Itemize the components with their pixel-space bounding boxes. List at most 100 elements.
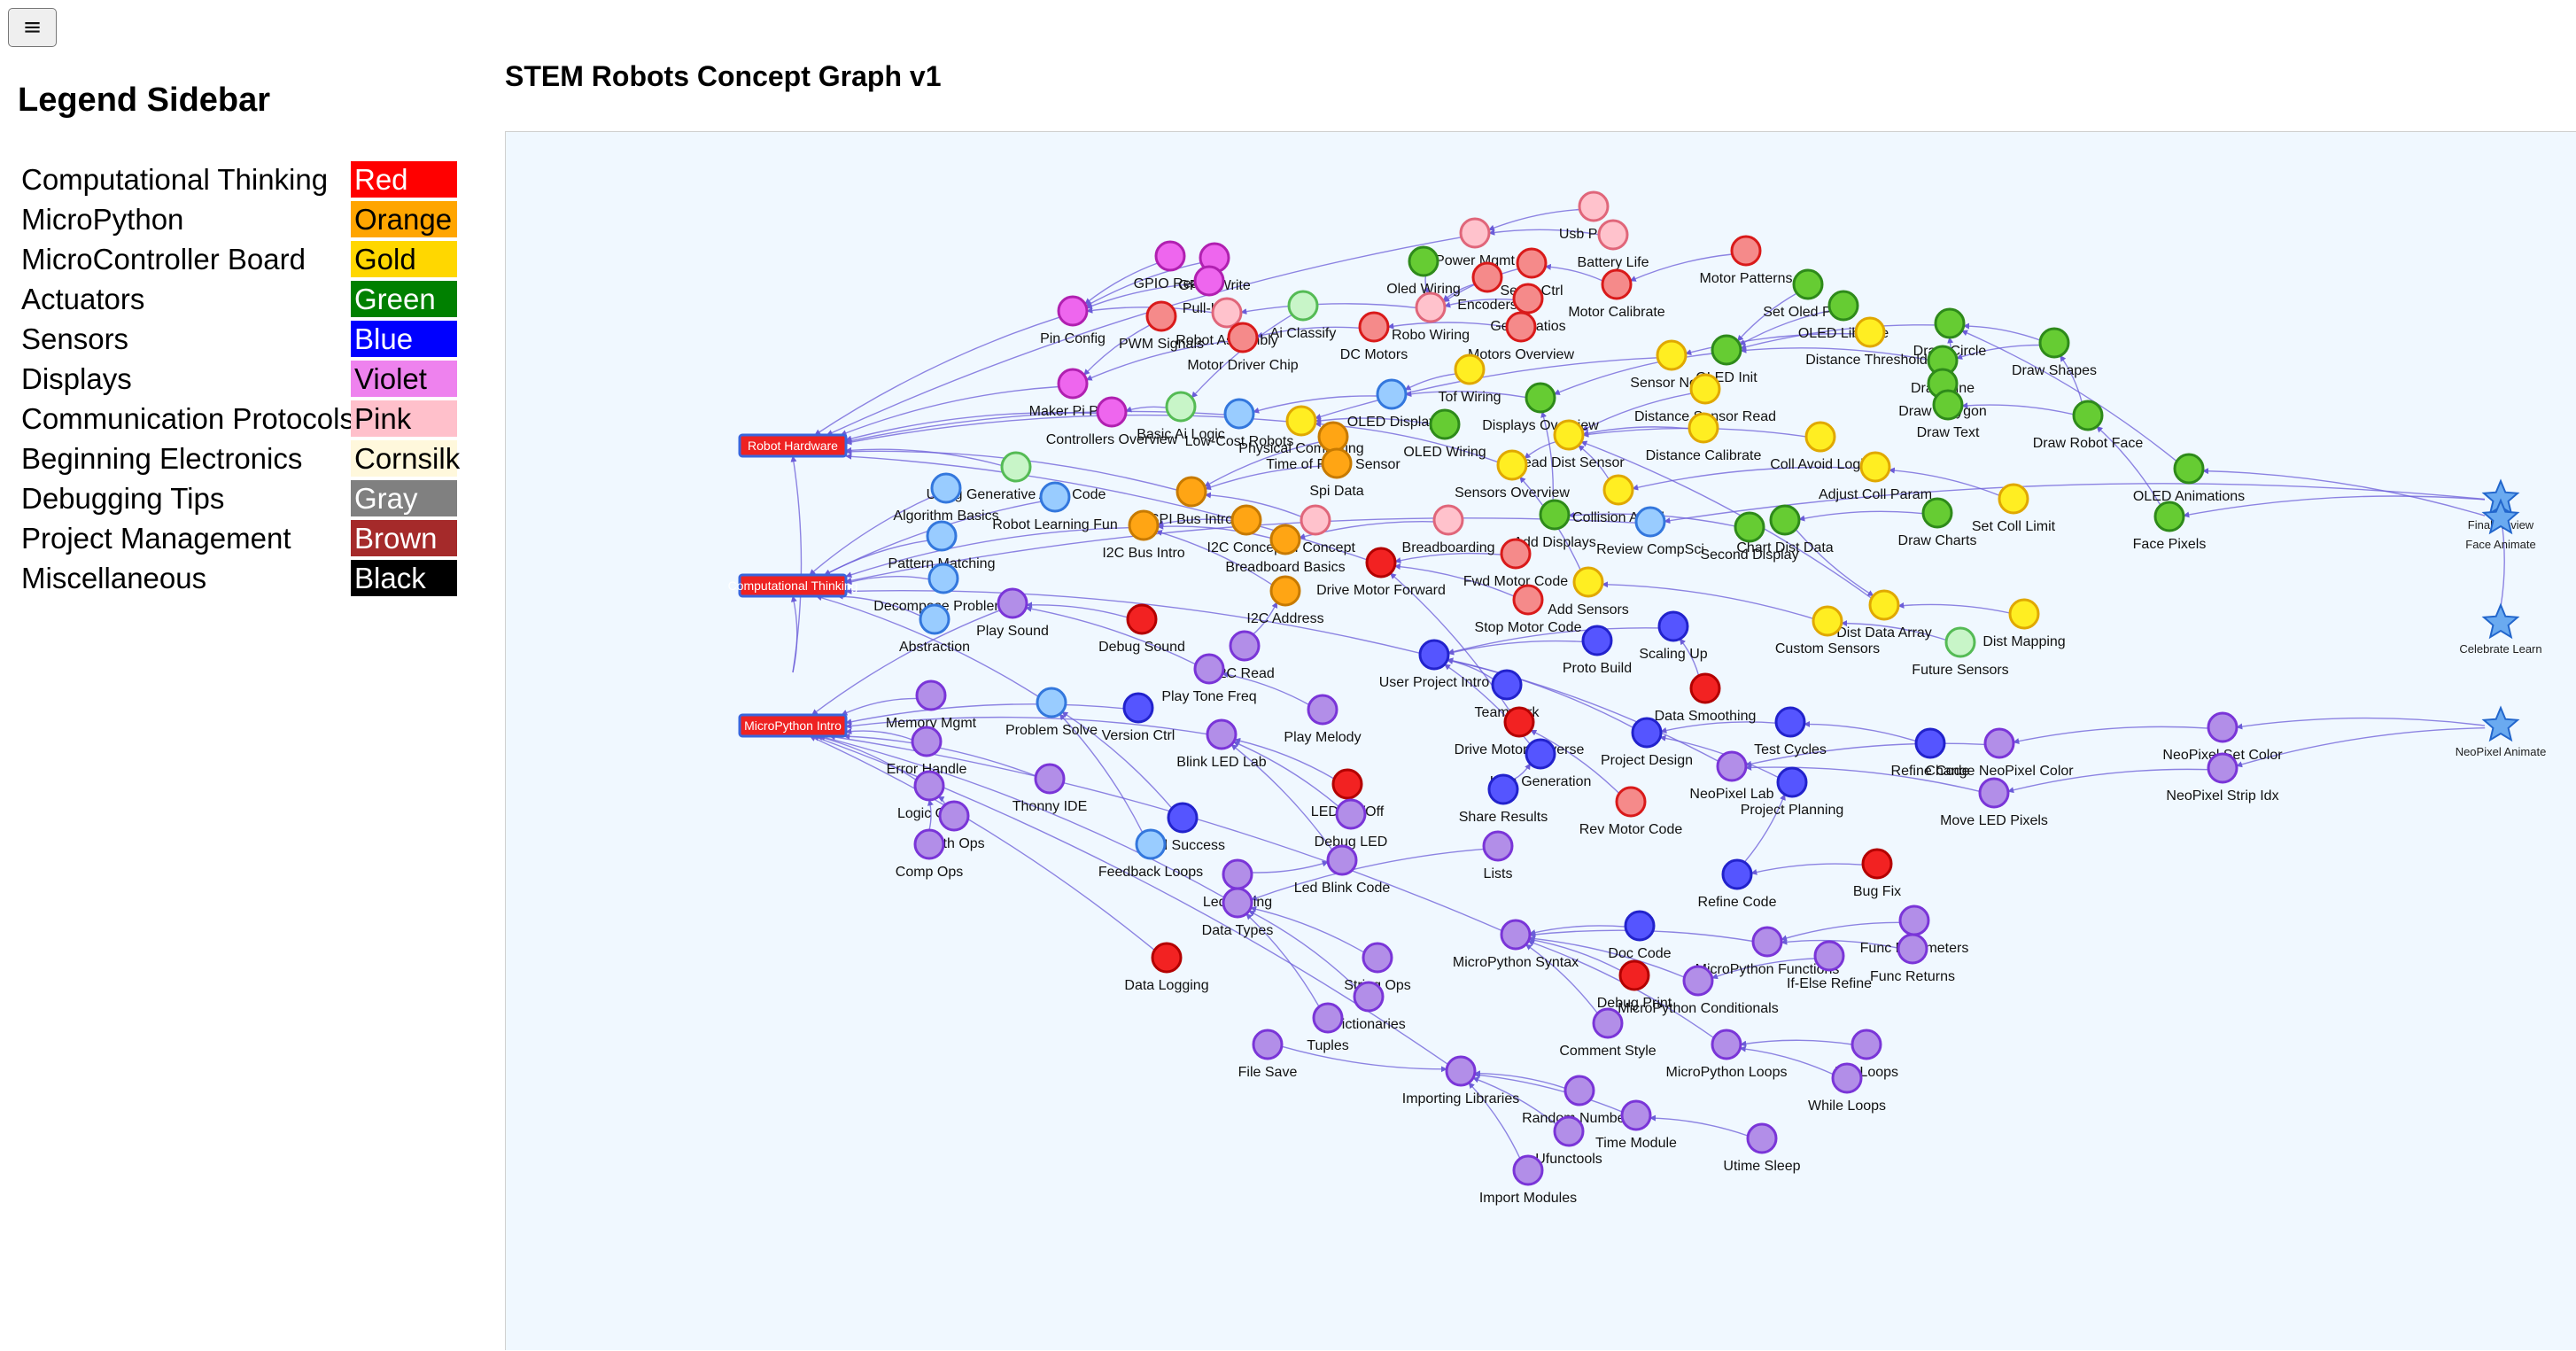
node-func-returns[interactable]: Func Returns — [1870, 933, 1955, 984]
hamburger-menu-icon[interactable]: ≡ — [8, 8, 57, 47]
node-ai-classify[interactable]: Ai Classify — [1270, 290, 1337, 341]
node-comment-style[interactable]: Comment Style — [1559, 1007, 1657, 1059]
node-oled-wiring[interactable]: OLED Wiring — [1403, 408, 1486, 460]
node-fwd-motor-code[interactable]: Fwd Motor Code — [1463, 538, 1568, 589]
node-celebrate-learn[interactable]: Celebrate Learn — [2459, 602, 2542, 656]
node-project-design[interactable]: Project Design — [1601, 717, 1693, 768]
node-comp-ops[interactable]: Comp Ops — [896, 828, 963, 880]
node-spi-data[interactable]: Spi Data — [1309, 447, 1364, 499]
node-abstraction[interactable]: Abstraction — [899, 603, 970, 655]
node-pwm-signals[interactable]: PWM Signals — [1119, 300, 1204, 352]
node-motors-overview[interactable]: Motors Overview — [1468, 311, 1574, 362]
node-refine-code[interactable]: Refine Code — [1698, 858, 1777, 910]
node-i2c-concept[interactable]: I2C Concept — [1207, 504, 1286, 555]
node-rev-motor-code[interactable]: Rev Motor Code — [1579, 786, 1683, 837]
node-draw-charts[interactable]: Draw Charts — [1898, 497, 1977, 548]
node-project-planning[interactable]: Project Planning — [1741, 766, 1844, 818]
node-basic-ai-logic[interactable]: Basic Ai Logic — [1137, 391, 1225, 442]
node-if-else-refine[interactable]: If-Else Refine — [1787, 940, 1872, 991]
node-sensors-overview[interactable]: Sensors Overview — [1455, 449, 1570, 501]
node-distance-thresholds[interactable]: Distance Thresholds — [1805, 316, 1935, 368]
node-micropython-functions[interactable]: MicroPython Functions — [1695, 926, 1840, 977]
node-i2c-read[interactable]: I2C Read — [1214, 630, 1275, 681]
node-change-neopixel-color[interactable]: Change NeoPixel Color — [1925, 727, 2074, 779]
node-doc-code[interactable]: Doc Code — [1608, 910, 1672, 961]
node-stop-motor-code[interactable]: Stop Motor Code — [1475, 584, 1582, 635]
node-micropython-intro[interactable]: MicroPython Intro — [738, 713, 848, 738]
node-utime-sleep[interactable]: Utime Sleep — [1723, 1122, 1801, 1174]
node-ufunctools[interactable]: Ufunctools — [1535, 1115, 1602, 1167]
node-motor-driver-chip[interactable]: Motor Driver Chip — [1187, 322, 1299, 373]
node-debug-print[interactable]: Debug Print — [1597, 959, 1672, 1011]
node-motor-patterns[interactable]: Motor Patterns — [1700, 235, 1793, 286]
node-chart-dist-data[interactable]: Chart Dist Data — [1736, 504, 1834, 555]
node-robot-hardware[interactable]: Robot Hardware — [738, 433, 848, 458]
node-draw-text[interactable]: Draw Text — [1917, 389, 1980, 440]
node-led-blink-code[interactable]: Led Blink Code — [1294, 844, 1391, 896]
node-breadboard-basics[interactable]: Breadboard Basics — [1225, 524, 1346, 575]
node-neopixel-strip-idx[interactable]: NeoPixel Strip Idx — [2166, 752, 2279, 804]
node-dc-motors[interactable]: DC Motors — [1340, 311, 1408, 362]
node-move-led-pixels[interactable]: Move LED Pixels — [1940, 777, 2048, 828]
node-read-dist-sensor[interactable]: Read Dist Sensor — [1513, 419, 1625, 470]
node-maker-pi-pins[interactable]: Maker Pi Pins — [1029, 368, 1117, 419]
node-custom-sensors[interactable]: Custom Sensors — [1775, 605, 1880, 656]
node-i2c-address[interactable]: I2C Address — [1246, 575, 1324, 626]
node-dist-mapping[interactable]: Dist Mapping — [1982, 598, 2066, 649]
node-play-tone-freq[interactable]: Play Tone Freq — [1161, 653, 1257, 704]
node-face-animate[interactable]: Face Animate — [2465, 498, 2536, 551]
node-dist-data-array[interactable]: Dist Data Array — [1836, 589, 1932, 641]
node-lists[interactable]: Lists — [1482, 830, 1514, 881]
node-power-mgmt[interactable]: Power Mgmt — [1435, 217, 1515, 268]
node-coll-avoid-logic[interactable]: Coll Avoid Logic — [1770, 421, 1871, 472]
node-draw-robot-face[interactable]: Draw Robot Face — [2033, 400, 2144, 451]
node-micropython-conditionals[interactable]: MicroPython Conditionals — [1618, 965, 1779, 1016]
node-pin-config[interactable]: Pin Config — [1040, 295, 1106, 346]
node-error-handle[interactable]: Error Handle — [887, 726, 967, 777]
node-i2c-bus-intro[interactable]: I2C Bus Intro — [1102, 509, 1185, 561]
node-robo-wiring[interactable]: Robo Wiring — [1392, 291, 1470, 343]
node-low-cost-robots[interactable]: Low-Cost Robots — [1185, 398, 1294, 449]
node-neopixel-animate[interactable]: NeoPixel Animate — [2456, 705, 2547, 758]
node-robot-learning-fun[interactable]: Robot Learning Fun — [992, 481, 1118, 532]
node-share-results[interactable]: Share Results — [1459, 773, 1548, 825]
node-breadboarding[interactable]: Breadboarding — [1402, 504, 1495, 555]
node-future-sensors[interactable]: Future Sensors — [1912, 626, 2009, 678]
node-battery-life[interactable]: Battery Life — [1578, 219, 1649, 270]
node-tuples[interactable]: Tuples — [1307, 1002, 1349, 1053]
node-play-sound[interactable]: Play Sound — [976, 587, 1049, 639]
node-feedback-loops[interactable]: Feedback Loops — [1098, 828, 1203, 880]
node-file-save[interactable]: File Save — [1238, 1029, 1298, 1080]
node-set-coll-limit[interactable]: Set Coll Limit — [1972, 483, 2056, 534]
node-controllers-overview[interactable]: Controllers Overview — [1046, 396, 1178, 447]
node-draw-shapes[interactable]: Draw Shapes — [2012, 327, 2097, 378]
node-add-sensors[interactable]: Add Sensors — [1548, 566, 1629, 617]
node-while-loops[interactable]: While Loops — [1808, 1062, 1886, 1114]
node-motor-calibrate[interactable]: Motor Calibrate — [1568, 268, 1665, 320]
node-user-project-intro[interactable]: User Project Intro — [1379, 639, 1490, 690]
node-thonny-ide[interactable]: Thonny IDE — [1013, 763, 1087, 814]
node-refine-code-top[interactable]: Refine Code — [1891, 727, 1970, 779]
node-test-cycles[interactable]: Test Cycles — [1754, 706, 1827, 757]
node-face-pixels[interactable]: Face Pixels — [2133, 501, 2207, 552]
node-spi-bus-intro[interactable]: SPI Bus Intro — [1150, 476, 1233, 527]
node-debug-sound[interactable]: Debug Sound — [1098, 603, 1185, 655]
node-data-logging[interactable]: Data Logging — [1124, 942, 1209, 993]
node-tof-wiring[interactable]: Tof Wiring — [1438, 353, 1501, 405]
node-gpio-read[interactable]: GPIO Read — [1134, 240, 1207, 291]
node-encoders[interactable]: Encoders — [1457, 261, 1517, 313]
node-computational-thinking[interactable]: Computational Thinking — [728, 573, 858, 598]
node-second-display[interactable]: Second Display — [1700, 511, 1799, 563]
node-oled-animations[interactable]: OLED Animations — [2133, 453, 2245, 504]
node-neopixel-lab[interactable]: NeoPixel Lab — [1689, 750, 1774, 802]
node-problem-solve[interactable]: Problem Solve — [1005, 687, 1098, 738]
node-add-displays[interactable]: Add Displays — [1513, 499, 1596, 550]
node-scaling-up[interactable]: Scaling Up — [1639, 610, 1708, 662]
node-drive-motor-forward[interactable]: Drive Motor Forward — [1316, 547, 1446, 598]
node-oled-wiring-top[interactable]: Oled Wiring — [1386, 245, 1461, 297]
node-data-types[interactable]: Data Types — [1202, 887, 1274, 938]
node-proto-build[interactable]: Proto Build — [1563, 625, 1632, 676]
node-importing-libraries[interactable]: Importing Libraries — [1402, 1055, 1520, 1106]
